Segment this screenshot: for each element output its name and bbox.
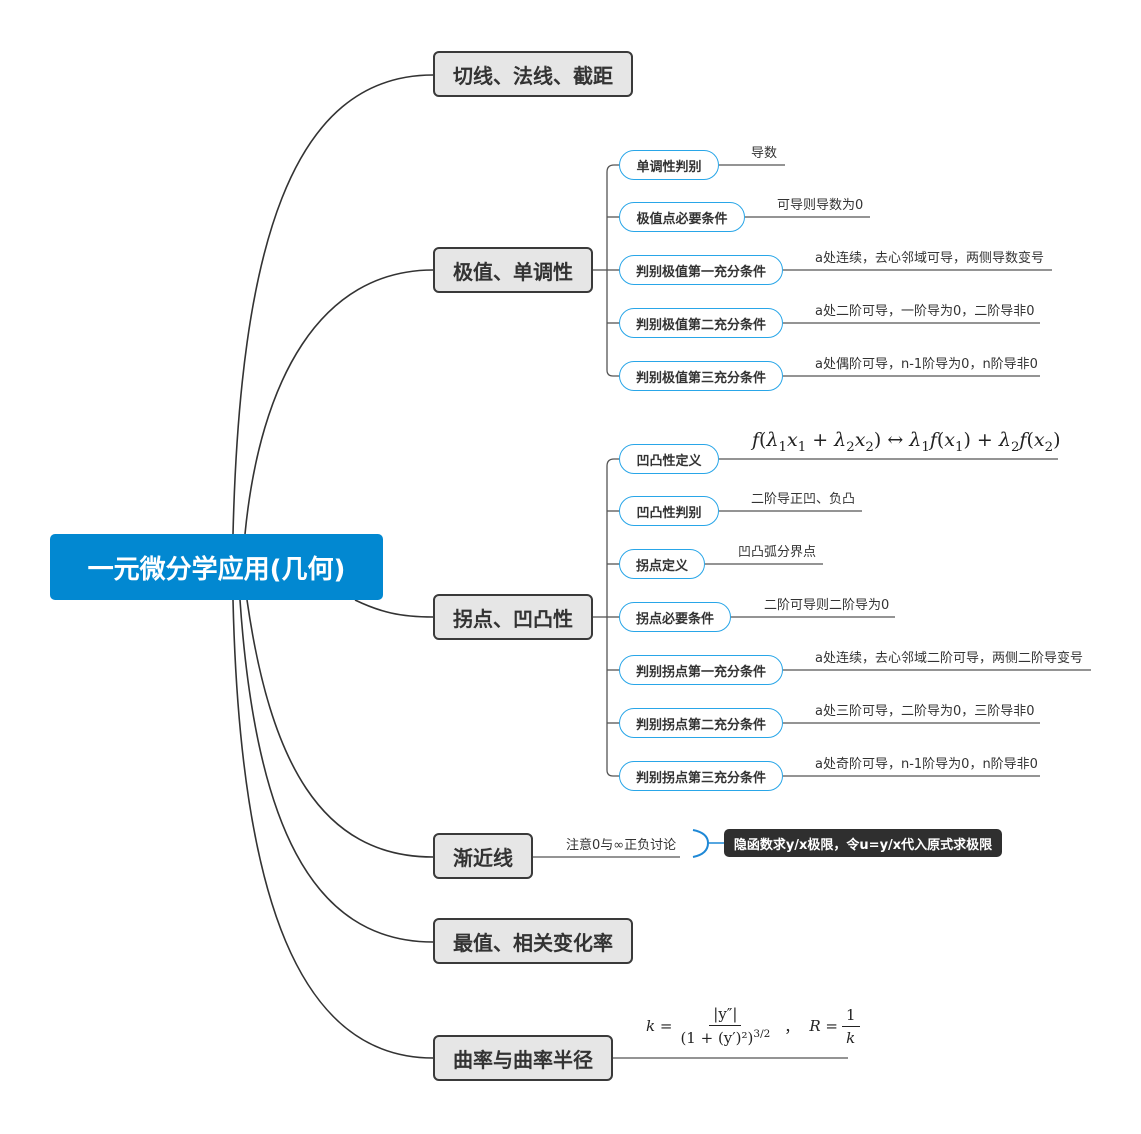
leaf-inflection-definition[interactable]: 凹凸弧分界点 (738, 545, 817, 560)
subtopic-inflection-definition[interactable]: 拐点定义 (619, 549, 705, 579)
leaf-monotonic-test[interactable]: 导数 (751, 146, 778, 161)
subtopic-extremum-first-sufficient[interactable]: 判别极值第一充分条件 (619, 255, 783, 285)
subtopic-extremum-second-sufficient[interactable]: 判别极值第二充分条件 (619, 308, 783, 338)
subtopic-inflection-first-sufficient[interactable]: 判别拐点第一充分条件 (619, 655, 783, 685)
connector-curvature (232, 599, 434, 1059)
fraction-k: |y″| (1 + (y′)²)3/2 (676, 1005, 774, 1047)
fraction-r-numerator: 1 (841, 1006, 860, 1027)
denominator-exponent: 3/2 (753, 1028, 771, 1040)
subtopic-convexity-definition[interactable]: 凹凸性定义 (619, 444, 719, 474)
subtopic-convexity-test[interactable]: 凹凸性判别 (619, 496, 719, 526)
topic-asymptote[interactable]: 渐近线 (433, 833, 533, 879)
connector-tangent (232, 74, 434, 535)
summary-note[interactable]: 隐函数求y/x极限，令u=y/x代入原式求极限 (724, 829, 1002, 857)
leaf-convexity-test[interactable]: 二阶导正凹、负凸 (751, 492, 856, 507)
fraction-r-denominator: k (846, 1028, 856, 1047)
denominator-base: (1 + (y′)²) (680, 1029, 754, 1047)
connector-optimum (239, 599, 434, 943)
subtopic-inflection-necessary[interactable]: 拐点必要条件 (619, 602, 731, 632)
subtopic-extremum-third-sufficient[interactable]: 判别极值第三充分条件 (619, 361, 783, 391)
leaf-inflection-third-sufficient[interactable]: a处奇阶可导，n-1阶导为0，n阶导非0 (815, 757, 1038, 772)
leaf-extremum-first-sufficient[interactable]: a处连续，去心邻域可导，两侧导数变号 (815, 251, 1044, 266)
leaf-inflection-first-sufficient[interactable]: a处连续，去心邻域二阶可导，两侧二阶导变号 (815, 651, 1083, 666)
root-topic[interactable]: 一元微分学应用(几何) (50, 534, 383, 600)
leaf-extremum-third-sufficient[interactable]: a处偶阶可导，n-1阶导为0，n阶导非0 (815, 357, 1038, 372)
subtopic-inflection-second-sufficient[interactable]: 判别拐点第二充分条件 (619, 708, 783, 738)
connector-inflection (354, 599, 434, 618)
connector-asymptote (246, 599, 434, 858)
formula-r-lhs: R = (809, 1017, 838, 1035)
leaf-asymptote-detail[interactable]: 注意0与∞正负讨论 (566, 838, 677, 853)
topic-extrema[interactable]: 极值、单调性 (433, 247, 593, 293)
leaf-inflection-necessary[interactable]: 二阶可导则二阶导为0 (764, 598, 890, 613)
formula-convexity-definition[interactable]: f(λ1x1 + λ2x2) ↔ λ1f(x1) + λ2f(x2) (752, 429, 1061, 455)
leaf-extremum-necessary[interactable]: 可导则导数为0 (777, 198, 864, 213)
formula-separator: ， (784, 1017, 800, 1036)
fraction-r: 1 k (841, 1006, 860, 1047)
topic-tangent[interactable]: 切线、法线、截距 (433, 51, 633, 97)
subtopic-inflection-third-sufficient[interactable]: 判别拐点第三充分条件 (619, 761, 783, 791)
leaf-extremum-second-sufficient[interactable]: a处二阶可导，一阶导为0，二阶导非0 (815, 304, 1035, 319)
formula-k-lhs: k = (646, 1017, 673, 1035)
topic-curvature[interactable]: 曲率与曲率半径 (433, 1035, 613, 1081)
leaf-inflection-second-sufficient[interactable]: a处三阶可导，二阶导为0，三阶导非0 (815, 704, 1035, 719)
topic-optimum[interactable]: 最值、相关变化率 (433, 918, 633, 964)
connector-extrema (244, 269, 434, 535)
fraction-k-numerator: |y″| (709, 1005, 742, 1026)
subtopic-monotonic-test[interactable]: 单调性判别 (619, 150, 719, 180)
topic-inflection[interactable]: 拐点、凹凸性 (433, 594, 593, 640)
formula-curvature[interactable]: k = |y″| (1 + (y′)²)3/2 ， R = 1 k (646, 1005, 860, 1047)
summary-bracket (692, 829, 710, 858)
fraction-k-denominator: (1 + (y′)²)3/2 (676, 1026, 774, 1047)
subtopic-extremum-necessary[interactable]: 极值点必要条件 (619, 202, 745, 232)
